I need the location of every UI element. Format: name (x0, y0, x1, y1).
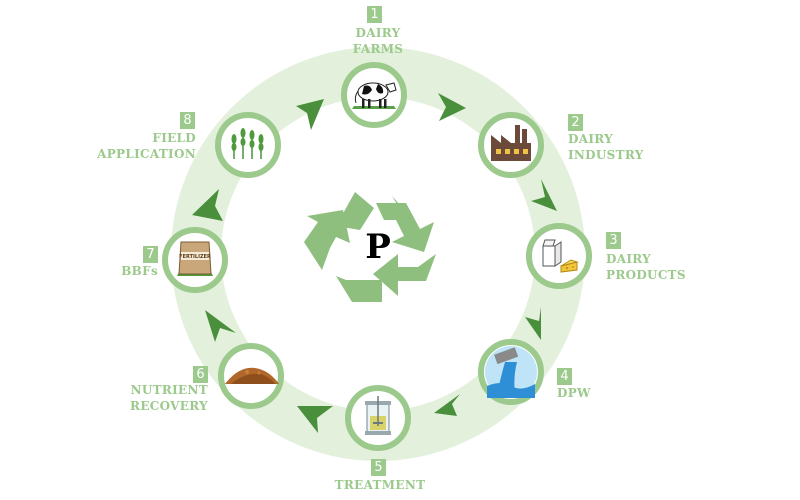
stage-label-dairy-farms: DAIRY FARMS (352, 25, 404, 57)
arrow-5-6 (297, 406, 333, 433)
stage-label-dairy-products: DAIRY PRODUCTS (606, 251, 686, 283)
stage-number-1: 1 (367, 6, 382, 23)
recycle-icon (304, 192, 436, 302)
stage-label-dpw: DPW (557, 385, 591, 401)
arrow-2-3 (531, 179, 557, 211)
stage-label-treatment: TREATMENT (330, 477, 430, 493)
stage-label-nutrient-recovery: NUTRIENT RECOVERY (112, 382, 208, 414)
stage-number-5: 5 (371, 459, 386, 476)
wheat-icon (231, 128, 264, 159)
powder-pile-icon (225, 367, 279, 384)
wastewater-pipe-icon (485, 346, 537, 398)
stage-number-2: 2 (568, 114, 583, 131)
flow-arrows (192, 93, 557, 433)
arrow-8-1 (296, 99, 324, 130)
stage-label-line: DAIRY (568, 132, 613, 146)
stage-label-line: RECOVERY (130, 399, 208, 413)
stage-label-bbfs: BBFs (118, 263, 158, 279)
stage-label-line: DPW (557, 386, 591, 400)
stage-label-line: FIELD (152, 131, 196, 145)
factory-icon (491, 125, 531, 161)
stage-label-field-application: FIELD APPLICATION (86, 130, 196, 162)
phosphorus-letter: P (365, 227, 391, 267)
node-field-application (215, 112, 281, 178)
reactor-icon (365, 396, 391, 435)
stage-label-line: FARMS (352, 42, 404, 56)
stage-number-8: 8 (180, 112, 195, 129)
stage-label-line: DAIRY (606, 252, 651, 266)
arrow-1-2 (438, 93, 466, 121)
stage-number-4: 4 (557, 368, 572, 385)
stage-number-7: 7 (143, 246, 158, 263)
stage-number-6: 6 (193, 366, 208, 383)
fertilizer-bag-label: FERTILIZER (179, 254, 211, 260)
arrow-3-4 (525, 307, 541, 340)
stage-label-line: PRODUCTS (606, 268, 686, 282)
milk-cheese-icon (542, 239, 579, 273)
stage-label-line: APPLICATION (97, 147, 196, 161)
cow-icon (352, 82, 397, 109)
arrow-4-5 (434, 394, 460, 416)
stage-number-3: 3 (606, 232, 621, 249)
arrow-7-8 (192, 189, 223, 221)
stage-label-line: BBFs (121, 264, 158, 278)
stage-label-dairy-industry: DAIRY INDUSTRY (568, 131, 644, 163)
stage-label-line: NUTRIENT (130, 383, 208, 397)
stage-label-line: TREATMENT (334, 478, 426, 492)
stage-label-line: INDUSTRY (568, 148, 644, 162)
stage-label-line: DAIRY (355, 26, 401, 40)
fertilizer-bag-icon: FERTILIZER (177, 241, 213, 276)
arrow-6-7 (205, 310, 236, 342)
